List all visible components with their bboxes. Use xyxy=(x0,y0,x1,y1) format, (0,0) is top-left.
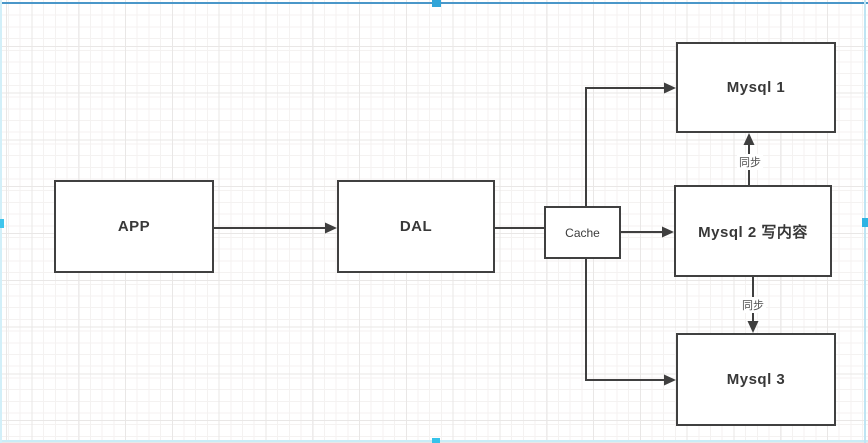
arrowhead-cache-mysql3 xyxy=(664,374,676,386)
arrowhead-app-dal xyxy=(325,222,337,234)
edge-label-sync-bottom[interactable]: 同步 xyxy=(740,297,766,313)
edge-cache-mysql1[interactable] xyxy=(585,87,665,206)
node-mysql3[interactable]: Mysql 3 xyxy=(676,333,836,426)
edge-cache-mysql3[interactable] xyxy=(585,259,665,381)
node-app[interactable]: APP xyxy=(54,180,214,273)
arrowhead-cache-mysql2 xyxy=(662,226,674,238)
selection-handle-top[interactable] xyxy=(432,0,441,7)
arrowhead-mysql2-mysql3 xyxy=(747,321,759,333)
arrowhead-mysql2-mysql1 xyxy=(743,133,755,145)
node-mysql2[interactable]: Mysql 2 写内容 xyxy=(674,185,832,277)
selection-handle-bottom[interactable] xyxy=(432,438,440,443)
node-mysql1-label: Mysql 1 xyxy=(726,79,786,96)
arrowhead-cache-mysql1 xyxy=(664,82,676,94)
node-app-label: APP xyxy=(117,218,151,235)
node-cache[interactable]: Cache xyxy=(544,206,621,259)
node-cache-label: Cache xyxy=(565,225,600,240)
node-dal[interactable]: DAL xyxy=(337,180,495,273)
selection-handle-left[interactable] xyxy=(0,219,4,228)
node-mysql2-label: Mysql 2 写内容 xyxy=(698,223,808,241)
selection-handle-right[interactable] xyxy=(862,218,868,227)
node-mysql1[interactable]: Mysql 1 xyxy=(676,42,836,133)
node-mysql3-label: Mysql 3 xyxy=(726,371,786,388)
edge-label-sync-top[interactable]: 同步 xyxy=(737,154,763,170)
node-dal-label: DAL xyxy=(399,218,433,235)
